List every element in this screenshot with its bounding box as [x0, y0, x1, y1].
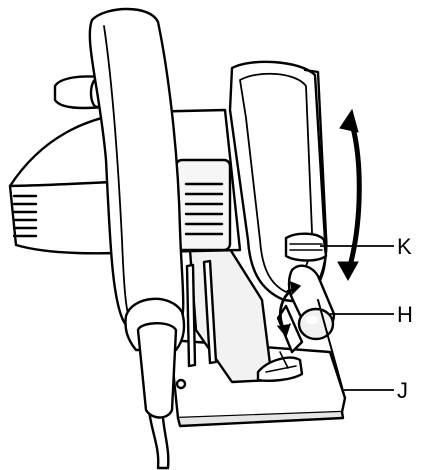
guard-lever-foot-detail — [265, 351, 297, 373]
motor-vent-left — [12, 194, 38, 238]
blade-edge — [317, 299, 346, 399]
base-plate-edge — [176, 410, 345, 428]
depth-adjust-knob — [284, 232, 328, 262]
guard-slot-1 — [185, 263, 197, 368]
callout-label-j: J — [397, 378, 408, 403]
callout-label-k: K — [397, 234, 412, 259]
depth-lock-lever-knob-highlight — [306, 316, 318, 324]
guard-slot-2 — [202, 259, 218, 365]
depth-adjust-knob-ridges — [289, 243, 323, 251]
main-handle-edge — [103, 25, 131, 323]
power-cord — [146, 400, 170, 470]
callout-label-h: H — [397, 302, 413, 327]
lever-rotation-arrow-head-bottom — [277, 323, 291, 337]
base-plate-hole — [175, 378, 187, 390]
depth-lock-lever-knob — [297, 307, 335, 341]
depth-adjust-arrow-icon — [337, 108, 362, 282]
lever-rotation-arrow-head-top — [289, 281, 301, 295]
strain-relief — [136, 322, 178, 419]
blade-housing — [228, 60, 327, 304]
motor-vent-center — [184, 182, 224, 236]
